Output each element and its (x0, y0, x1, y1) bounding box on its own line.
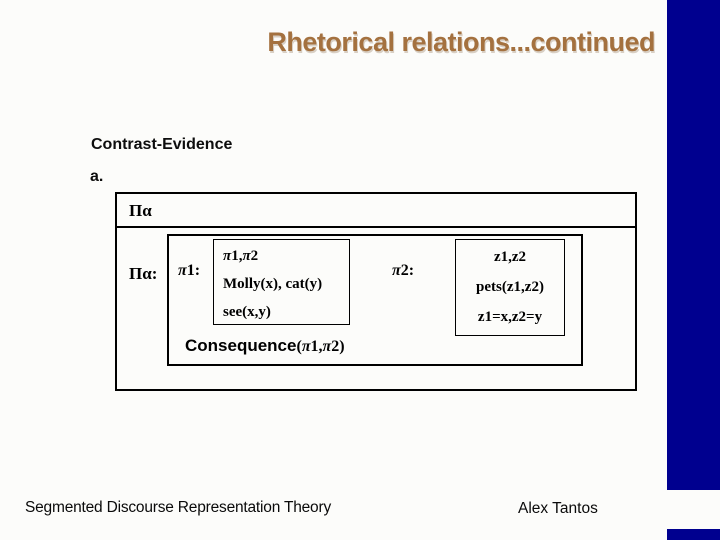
drs-2-universe: z1,z2 (493, 249, 527, 265)
item-label: a. (90, 168, 104, 185)
drs-2-condition: z1=x,z2=y (477, 309, 543, 325)
drs-2-condition: pets(z1,z2) (476, 279, 544, 295)
outer-ref-label: Πα: (129, 264, 158, 283)
outer-box-header: Πα (117, 194, 635, 228)
section-heading: Contrast-Evidence (91, 136, 233, 153)
relation-label: Consequence(π1,π2) (185, 336, 345, 356)
relation-args: (π1,π2) (296, 338, 345, 355)
bottom-right-bar (667, 529, 720, 540)
drs-box-2: z1,z2 pets(z1,z2) z1=x,z2=y (455, 239, 565, 336)
sdrs-inner-box: π1: π1,π2 Molly(x), cat(y) see(x,y) π2: … (167, 234, 583, 366)
slide-title: Rhetorical relations...continued (267, 27, 655, 57)
drs-1-condition: see(x,y) (223, 304, 271, 320)
relation-name: Consequence (185, 336, 297, 355)
footer-theory-label: Segmented Discourse Representation Theor… (25, 499, 331, 516)
sdrs-outer-box: Πα Πα: π1: π1,π2 Molly(x), cat(y) see(x,… (115, 192, 637, 391)
segment-2-label: π2: (392, 262, 415, 279)
drs-1-universe: π1,π2 (223, 248, 259, 264)
right-sidebar-bar (667, 0, 720, 490)
drs-1-condition: Molly(x), cat(y) (223, 276, 323, 292)
footer-author-label: Alex Tantos (518, 500, 598, 517)
drs-box-1: π1,π2 Molly(x), cat(y) see(x,y) (213, 239, 350, 325)
outer-box-label: Πα (129, 201, 152, 220)
segment-1-label: π1: (178, 262, 201, 279)
